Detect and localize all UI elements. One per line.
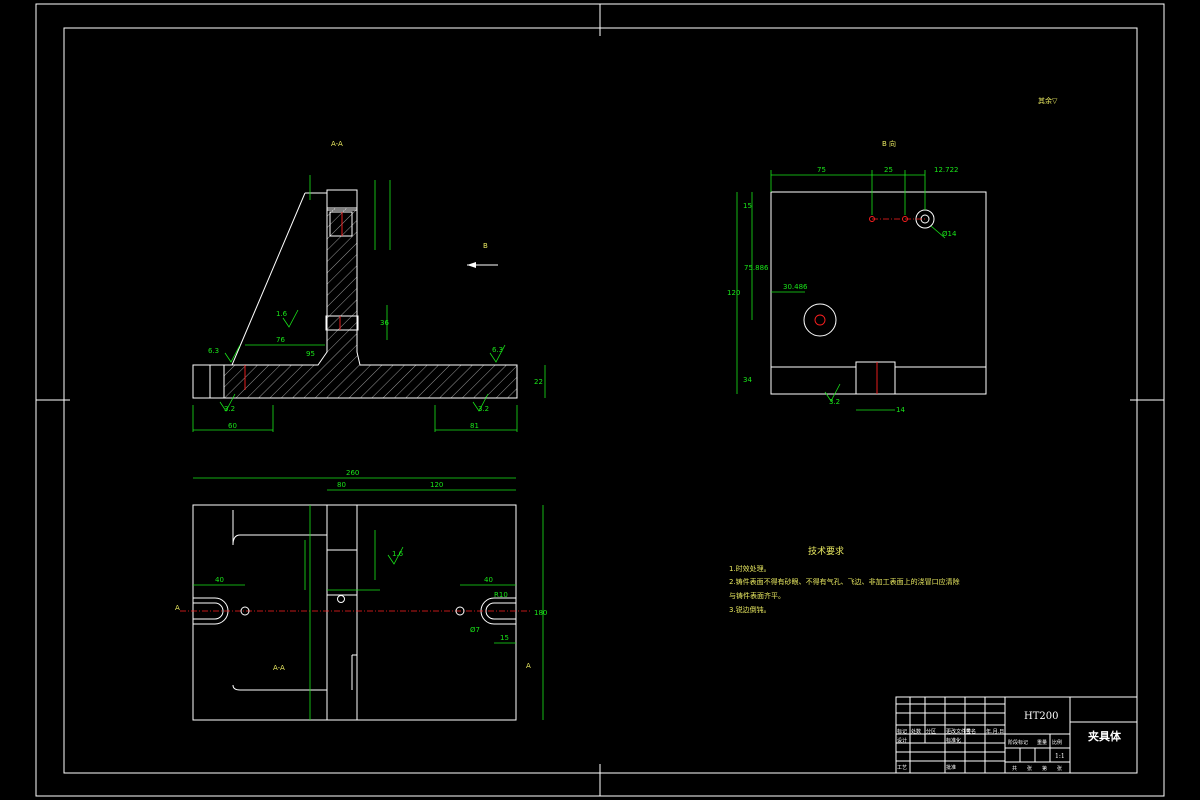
- svg-text:设计: 设计: [897, 737, 907, 744]
- svg-text:95: 95: [306, 350, 315, 358]
- svg-text:B: B: [483, 242, 488, 250]
- svg-text:75.886: 75.886: [744, 264, 769, 272]
- svg-text:80: 80: [337, 481, 346, 489]
- svg-text:1.6: 1.6: [392, 550, 404, 558]
- tech-line-3: 与铸件表面齐平。: [729, 591, 785, 600]
- tech-line-1: 1.时效处理。: [729, 564, 771, 573]
- svg-text:处数: 处数: [911, 728, 921, 735]
- svg-text:阶段标记: 阶段标记: [1008, 739, 1028, 746]
- svg-text:Ø7: Ø7: [470, 626, 480, 634]
- svg-text:15: 15: [743, 202, 752, 210]
- svg-text:12.722: 12.722: [934, 166, 959, 174]
- svg-text:A-A: A-A: [273, 664, 285, 672]
- svg-text:120: 120: [727, 289, 740, 297]
- svg-text:A: A: [175, 604, 180, 612]
- svg-text:14: 14: [896, 406, 905, 414]
- technical-requirements: 技术要求 1.时效处理。 2.铸件表面不得有砂眼、不得有气孔、飞边、非加工表面上…: [729, 545, 960, 614]
- svg-text:A: A: [526, 662, 531, 670]
- svg-text:Ø14: Ø14: [942, 230, 957, 238]
- svg-text:年.月.日: 年.月.日: [986, 728, 1004, 735]
- svg-text:3.2: 3.2: [224, 405, 235, 413]
- svg-text:标记: 标记: [897, 728, 907, 735]
- svg-text:比例: 比例: [1052, 739, 1062, 746]
- tech-title: 技术要求: [808, 545, 844, 557]
- svg-text:6.3: 6.3: [492, 346, 503, 354]
- svg-text:76: 76: [276, 336, 285, 344]
- b-direction-view: B 向 75 25 12.722 120 75.886 15 34 30.486…: [727, 139, 987, 414]
- svg-text:分区: 分区: [926, 728, 936, 735]
- svg-text:张: 张: [1057, 765, 1062, 772]
- top-view: 260 80 120 180 40 40 R10 Ø7 15 1.6 A A A…: [175, 469, 547, 721]
- svg-text:1.6: 1.6: [276, 310, 288, 318]
- svg-text:签名: 签名: [966, 728, 976, 735]
- svg-text:36: 36: [380, 319, 389, 327]
- svg-text:更改文件号: 更改文件号: [946, 728, 971, 735]
- roughness-note: 其余▽: [1038, 96, 1058, 105]
- part-name: 夹具体: [1088, 729, 1122, 743]
- svg-text:6.3: 6.3: [208, 347, 219, 355]
- svg-text:120: 120: [430, 481, 443, 489]
- svg-text:60: 60: [228, 422, 237, 430]
- inner-border: [63, 27, 1138, 774]
- svg-text:40: 40: [215, 576, 224, 584]
- svg-text:重量: 重量: [1037, 739, 1047, 746]
- outer-border: [35, 3, 1165, 797]
- svg-text:3.2: 3.2: [829, 398, 840, 406]
- svg-text:3.2: 3.2: [478, 405, 489, 413]
- svg-text:260: 260: [346, 469, 359, 477]
- material: HT200: [1024, 711, 1058, 722]
- tech-line-2: 2.铸件表面不得有砂眼、不得有气孔、飞边、非加工表面上的浇冒口应清除: [729, 577, 960, 586]
- svg-text:1:1: 1:1: [1055, 753, 1065, 760]
- section-view-a-a: A-A 60 81 22 76 95: [192, 140, 546, 432]
- section-label: A-A: [331, 140, 343, 148]
- svg-text:15: 15: [500, 634, 509, 642]
- title-block: HT200 夹具体 1:1 标记 处数 分区 更改文件号 签名 年.月.日 设计…: [895, 696, 1138, 774]
- svg-text:22: 22: [534, 378, 543, 386]
- svg-text:标准化: 标准化: [946, 737, 961, 744]
- svg-text:共: 共: [1012, 765, 1017, 772]
- svg-text:25: 25: [884, 166, 893, 174]
- svg-text:R10: R10: [494, 591, 508, 599]
- svg-text:180: 180: [534, 609, 547, 617]
- svg-text:75: 75: [817, 166, 826, 174]
- svg-text:34: 34: [743, 376, 752, 384]
- svg-text:30.486: 30.486: [783, 283, 808, 291]
- tech-line-4: 3.锐边倒钝。: [729, 605, 771, 614]
- svg-text:40: 40: [484, 576, 493, 584]
- svg-text:第: 第: [1042, 765, 1047, 772]
- svg-text:批准: 批准: [946, 764, 956, 771]
- svg-text:工艺: 工艺: [897, 765, 907, 771]
- svg-text:张: 张: [1027, 765, 1032, 772]
- svg-text:81: 81: [470, 422, 479, 430]
- svg-text:B 向: B 向: [882, 139, 896, 148]
